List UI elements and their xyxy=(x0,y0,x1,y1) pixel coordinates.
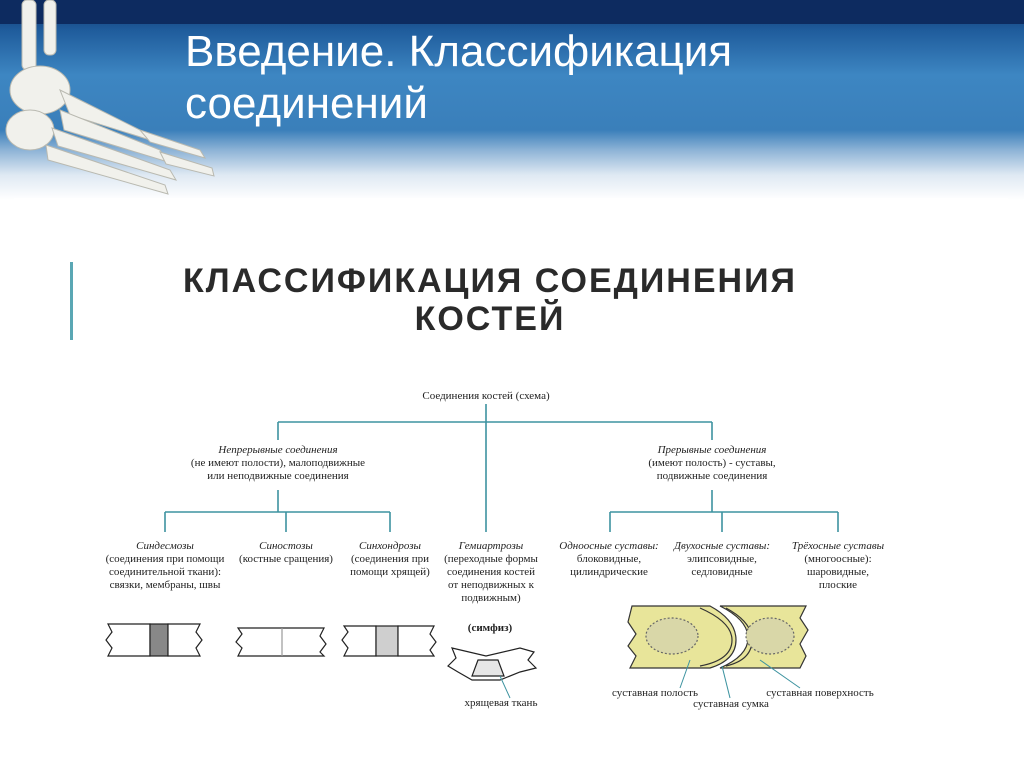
triaxial-node-desc-1: (многоосные): xyxy=(804,553,872,565)
slide-title: Введение. Классификация соединений xyxy=(185,26,965,130)
biaxial-node: Двухосные суставы: элипсовидные, седлови… xyxy=(664,540,780,579)
uniaxial-node-desc-1: блоковидные, xyxy=(576,553,642,565)
slide-header xyxy=(0,0,1024,200)
synchondroses-node-desc-1: (соединения при xyxy=(350,553,430,565)
discontinuous-node-name: Прерывные соединения xyxy=(657,444,767,456)
triaxial-node-desc-3: плоские xyxy=(818,579,858,591)
diagram-title-line-1: КЛАССИФИКАЦИЯ СОЕДИНЕНИЯ xyxy=(183,262,797,300)
foot-skeleton-icon xyxy=(5,0,215,195)
syndesmoses-node-desc-1: (соединения при помощи xyxy=(105,553,225,565)
synchondrosis-illustration xyxy=(341,625,437,657)
cartilage-tissue-label: хрящевая ткань xyxy=(464,697,538,709)
uniaxial-node-name: Одноосные суставы: xyxy=(559,540,659,552)
continuous-node: Непрерывные соединения (не имеют полости… xyxy=(158,444,398,483)
biaxial-node-desc-2: седловидные xyxy=(691,566,753,578)
synostoses-node-name: Синостозы xyxy=(259,540,313,552)
hemiarthroses-node-name: Гемиартрозы xyxy=(458,540,524,552)
triaxial-node: Трёхосные суставы (многоосные): шаровидн… xyxy=(780,540,896,592)
diagram-title: КЛАССИФИКАЦИЯ СОЕДИНЕНИЯ КОСТЕЙ xyxy=(90,262,890,338)
synchondroses-node: Синхондрозы (соединения при помощи хряще… xyxy=(338,540,442,579)
synchondroses-node-name: Синхондрозы xyxy=(358,540,422,552)
synostosis-illustration xyxy=(235,627,327,657)
hemiarthroses-node-desc-1: (переходные формы xyxy=(444,553,538,565)
joint-capsule-label: суставная сумка xyxy=(693,698,769,710)
hemiarthroses-node-desc-3: от неподвижных к xyxy=(448,579,534,591)
triaxial-node-name: Трёхосные суставы xyxy=(791,540,885,552)
biaxial-node-desc-1: элипсовидные, xyxy=(687,553,757,565)
hemiarthroses-node-desc-2: соединения костей xyxy=(446,566,536,578)
symphysis-label: (симфиз) xyxy=(467,622,513,634)
hemiarthroses-node: Гемиартрозы (переходные формы соединения… xyxy=(438,540,544,605)
root-node: Соединения костей (схема) xyxy=(386,390,586,403)
syndesmoses-node-name: Синдесмозы xyxy=(136,540,194,552)
syndesmoses-node-desc-2: соединительной ткани): xyxy=(108,566,222,578)
synostoses-node-desc-1: (костные сращения) xyxy=(239,553,333,565)
syndesmoses-node: Синдесмозы (соединения при помощи соедин… xyxy=(90,540,240,592)
triaxial-node-desc-2: шаровидные, xyxy=(807,566,869,578)
continuous-node-desc-2: или неподвижные соединения xyxy=(207,470,349,482)
root-node-label: Соединения костей (схема) xyxy=(422,390,550,402)
synchondroses-node-desc-2: помощи хрящей) xyxy=(350,566,430,578)
syndesmoses-node-desc-3: связки, мембраны, швы xyxy=(109,579,221,591)
discontinuous-node-desc-1: (имеют полость) - суставы, xyxy=(648,457,776,469)
header-band xyxy=(0,0,1024,24)
biaxial-node-name: Двухосные суставы: xyxy=(673,540,771,552)
joint-surface-label: суставная поверхность xyxy=(766,687,874,699)
continuous-node-name: Непрерывные соединения xyxy=(218,444,338,456)
uniaxial-node-desc-2: цилиндрические xyxy=(570,566,648,578)
discontinuous-node: Прерывные соединения (имеют полость) - с… xyxy=(612,444,812,483)
uniaxial-node: Одноосные суставы: блоковидные, цилиндри… xyxy=(550,540,668,579)
continuous-node-desc-1: (не имеют полости), малоподвижные xyxy=(190,457,366,469)
synostoses-node: Синостозы (костные сращения) xyxy=(230,540,342,566)
diagram-title-line-2: КОСТЕЙ xyxy=(414,300,566,338)
slide-title-line-1: Введение. Классификация xyxy=(185,27,733,76)
symphysis-illustration xyxy=(447,647,538,681)
joint-cavity-label: суставная полость xyxy=(612,687,698,699)
hemiarthroses-node-desc-4: подвижным) xyxy=(461,592,521,604)
slide-title-line-2: соединений xyxy=(185,79,428,128)
syndesmosis-illustration xyxy=(105,623,203,657)
discontinuous-node-desc-2: подвижные соединения xyxy=(656,470,768,482)
accent-line xyxy=(70,262,73,340)
joint-illustration xyxy=(627,605,809,669)
